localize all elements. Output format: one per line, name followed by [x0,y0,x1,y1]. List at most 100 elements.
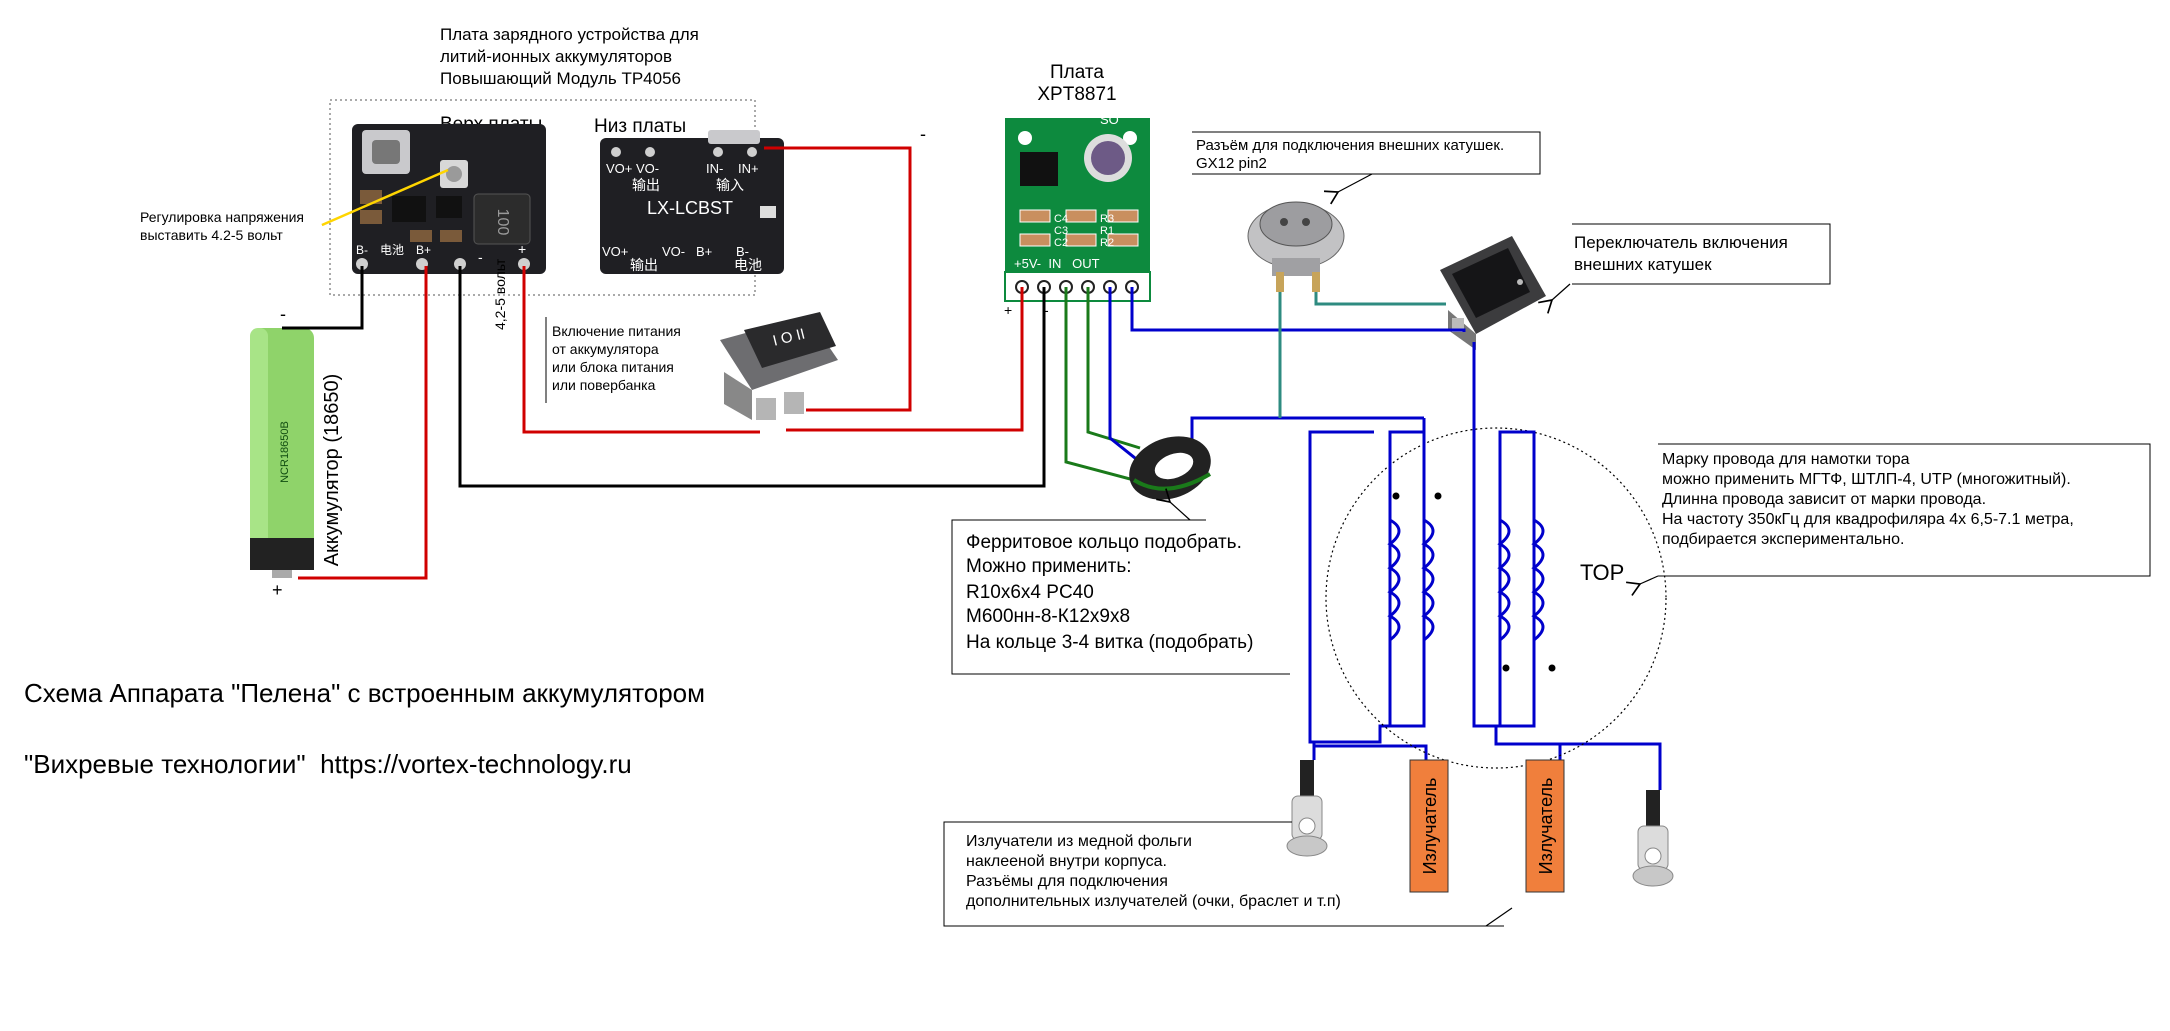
wiring [282,146,1662,790]
pin-label: IN+ [738,161,759,176]
xpt8871-title: Плата XPT8871 [1037,62,1116,105]
charger-bottom-board: VO+ VO- IN- IN+ 输出 输入 LX-LCBST VO+ VO- B… [600,130,784,274]
charger-heading: Плата зарядного устройства для литий-ион… [440,25,699,88]
charger-heading-line-2: литий-ионных аккумуляторов [440,47,672,66]
wire-note-line-4: На частоту 350кГц для квадрофиляра 4х 6,… [1662,511,2074,528]
connector-note: Разъём для подключения внешних катушек. … [1192,131,1541,205]
power-note-line-3: или блока питания [552,359,674,375]
battery-label: Аккумулятор (18650) [321,374,343,567]
charger-top-board: 100 B- B+ 电池 - + [352,124,546,274]
wire-note-line-5: подбирается экспериментально. [1662,531,1904,548]
pin-label: - [478,249,483,265]
board-minus-sign: - [1044,302,1049,318]
component-label: R1 [1100,225,1114,237]
power-switch-note: Включение питания от аккумулятора или бл… [545,317,740,403]
diagram-title: Схема Аппарата "Пелена" с встроенным акк… [24,678,705,708]
ferrite-note-line-3: R10x6x4 PC40 [966,582,1094,603]
component-label: R2 [1100,237,1114,249]
wire-note-line-1: Марку провода для намотки тора [1662,451,1910,468]
wire-note-line-2: можно применить МГТФ, ШТЛП-4, UTP (много… [1662,471,2071,488]
pin-label-cn: 电池 [734,257,762,273]
ext-rocker-switch [1440,236,1546,350]
amplifier-ic [1020,152,1058,186]
wire-note: Марку провода для намотки тора можно при… [1626,443,2151,596]
component-label: C2 [1054,237,1068,249]
connector-note-line-1: Разъём для подключения внешних катушек. [1196,137,1504,154]
credit-line: "Вихревые технологии" https://vortex-tec… [24,749,632,779]
minus-sign-top: - [920,124,926,144]
pad-out-plus [518,258,530,270]
charger-ic [392,196,426,222]
emitter-note-line-1: Излучатели из медной фольги [966,833,1192,850]
ext-switch-note-line-2: внешних катушек [1574,255,1712,274]
inductor [473,193,531,245]
board-title-line-2: XPT8871 [1037,84,1116,105]
power-note-line-4: или повербанка [552,377,656,393]
battery-plus-sign: + [272,580,283,600]
xpt8871-board: SO C4 R3 C2 R2 C3 R1 +5V- IN OUT [1004,112,1151,302]
ferrite-note-line-4: M600нн-8-К12х9х8 [966,606,1130,627]
component-label: C4 [1054,213,1068,225]
gx12-connector [1247,201,1345,292]
component-label: R3 [1100,213,1114,225]
power-rocker-switch: I O II [720,312,838,420]
board-plus-sign: + [1004,302,1012,318]
board-title-line-1: Плата [1050,62,1104,83]
connector-note-line-2: GX12 pin2 [1196,155,1267,172]
emitter-note-line-3: Разъёмы для подключения [966,873,1168,890]
wire-note-line-3: Длинна провода зависит от марки провода. [1662,491,1986,508]
pin-label: VO- [636,161,659,176]
ferrite-note-line-2: Можно применить: [966,556,1132,577]
power-note-line-1: Включение питания [552,323,681,339]
emitter-note-line-4: дополнительных излучателей (очки, брасле… [966,893,1341,910]
emitter-note: Излучатели из медной фольги наклееной вн… [943,821,1513,927]
pin-label: VO- [662,244,685,259]
pin-label: B+ [696,244,712,259]
ext-switch-note: Переключатель включения внешних катушек [1538,223,1831,314]
bottom-board-marking: LX-LCBST [647,198,733,218]
emitter-note-line-2: наклееной внутри корпуса. [966,853,1167,870]
pin-label-cn: 输出 [632,177,660,193]
voltage-adjust-note: Регулировка напряжения выставить 4.2-5 в… [140,168,449,243]
board-pin-labels: +5V- IN OUT [1014,256,1100,271]
pin-label: + [518,241,526,257]
rca-jack-left [1286,760,1328,857]
pin-label: VO+ [602,244,628,259]
voltage-note-line-2: выставить 4.2-5 вольт [140,227,283,243]
inductor-marking: 100 [494,209,511,236]
pin-label: VO+ [606,161,632,176]
pin-label-cn: 输入 [716,177,744,193]
ferrite-note-line-1: Ферритовое кольцо подобрать. [966,532,1242,553]
toroid-label: ТОР [1580,560,1624,585]
ferrite-note: Ферритовое кольцо подобрать. Можно приме… [951,488,1290,675]
pin-label: IN- [706,161,723,176]
emitter-right: Излучатель [1525,759,1565,893]
voltage-note-line-1: Регулировка напряжения [140,209,304,225]
component-label: C3 [1054,225,1068,237]
pin-label: B- [356,243,368,257]
pin-label-cn: 电池 [380,243,404,257]
pad-b-minus [356,258,368,270]
charger-heading-line-1: Плата зарядного устройства для [440,25,699,44]
rca-jack-right [1632,790,1674,887]
charger-heading-line-3: Повышающий Модуль TP4056 [440,69,681,88]
battery-minus-sign: - [280,304,286,324]
pin-label: B+ [416,243,431,257]
emitter-right-label: Излучатель [1536,778,1556,875]
pin-label: B- [736,244,749,259]
charger-bottom-label: Низ платы [594,116,686,137]
ferrite-note-line-5: На кольце 3-4 витка (подобрать) [966,632,1253,653]
pad-out-minus [454,258,466,270]
emitter-left-label: Излучатель [1420,778,1440,875]
emitter-left: Излучатель [1409,759,1449,893]
battery-18650: NCR18650B [250,328,314,578]
battery-model: NCR18650B [279,421,291,483]
power-note-line-2: от аккумулятора [552,341,659,357]
ferrite-ring [1129,436,1212,500]
pin-label-cn: 输出 [630,257,658,273]
toroid [1325,427,1667,769]
svg-text:SO: SO [1100,112,1119,127]
ext-switch-note-line-1: Переключатель включения [1574,233,1788,252]
voltage-vertical-label: 4,2-5 вольт [492,258,508,330]
